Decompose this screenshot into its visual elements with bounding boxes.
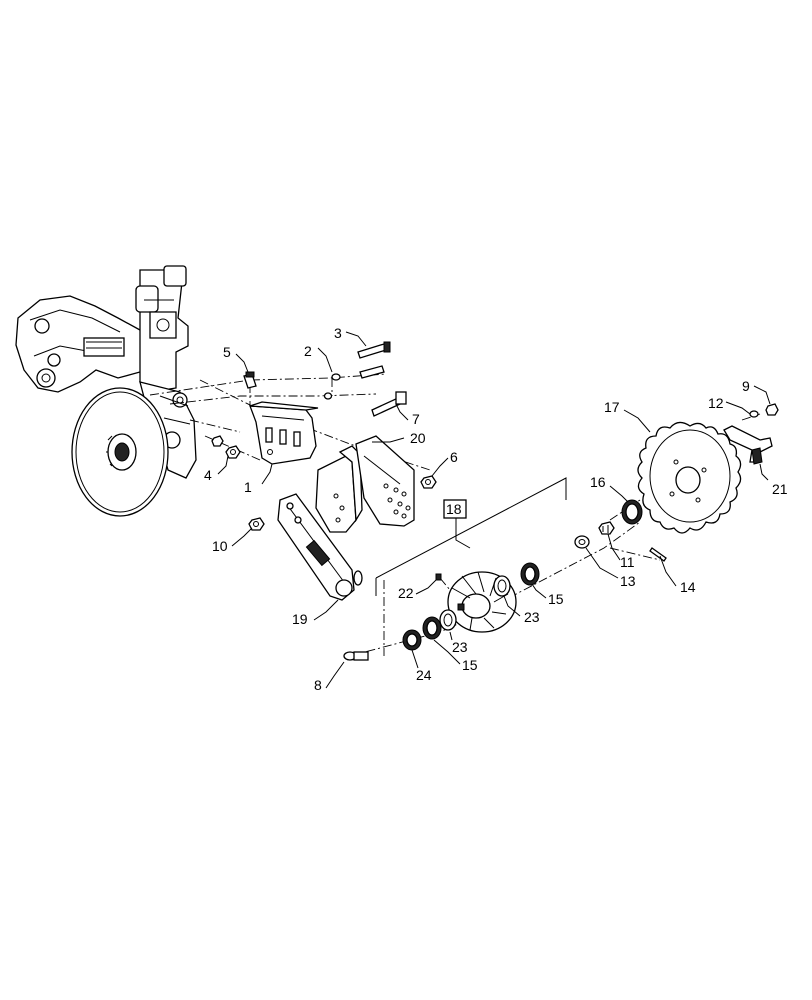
callout-19: 19 xyxy=(292,611,308,627)
part-washer-12 xyxy=(749,410,759,418)
callout-17: 17 xyxy=(604,399,620,415)
part-bolt-5 xyxy=(243,371,257,389)
callout-23-upper: 23 xyxy=(524,609,540,625)
leader-lines xyxy=(217,331,771,689)
part-notched-disc-17 xyxy=(637,421,742,534)
part-washer-13 xyxy=(574,535,590,549)
part-seals-upper xyxy=(493,562,540,597)
callout-3: 3 xyxy=(334,325,342,341)
callout-9: 9 xyxy=(742,378,750,394)
callout-13: 13 xyxy=(620,573,636,589)
part-bolt-8 xyxy=(343,651,369,661)
callout-24: 24 xyxy=(416,667,432,683)
part-nut-4 xyxy=(211,435,241,459)
part-nut-6 xyxy=(420,475,437,489)
callout-21: 21 xyxy=(772,481,788,497)
callout-6: 6 xyxy=(450,449,458,465)
assembly-bracket-18 xyxy=(375,477,567,596)
gauge-wheel xyxy=(71,387,169,517)
callout-23-lower: 23 xyxy=(452,639,468,655)
part-castle-nut-11 xyxy=(598,521,615,535)
callout-11: 11 xyxy=(620,554,635,570)
part-shim-plates xyxy=(315,435,415,533)
callout-8: 8 xyxy=(314,677,322,693)
part-mounting-bracket xyxy=(249,401,319,465)
part-fitting-22 xyxy=(435,573,442,581)
callout-22: 22 xyxy=(398,585,414,601)
part-cotter-pin-14 xyxy=(649,547,667,562)
callout-10: 10 xyxy=(212,538,228,554)
callout-1: 1 xyxy=(244,479,252,495)
part-closing-arm xyxy=(277,493,363,601)
part-seals-lower xyxy=(402,609,457,651)
callout-18: 18 xyxy=(446,501,462,517)
callout-4: 4 xyxy=(204,467,212,483)
callout-12: 12 xyxy=(708,395,724,411)
part-bolt-7 xyxy=(371,391,407,417)
part-bolt-and-washer xyxy=(323,341,391,400)
callout-labels: 1 2 3 4 5 6 7 8 9 10 11 12 13 14 15 15 1… xyxy=(204,325,788,693)
row-unit-frame xyxy=(15,265,197,479)
part-nut-10 xyxy=(248,517,265,531)
part-nut-9 xyxy=(765,403,779,416)
callout-16: 16 xyxy=(590,474,606,490)
callout-5: 5 xyxy=(223,344,231,360)
callout-14: 14 xyxy=(680,579,696,595)
callout-15-upper: 15 xyxy=(548,591,564,607)
callout-7: 7 xyxy=(412,411,420,427)
callout-15-lower: 15 xyxy=(462,657,478,673)
callout-2: 2 xyxy=(304,343,312,359)
part-scraper-21 xyxy=(723,425,773,465)
callout-20: 20 xyxy=(410,430,426,446)
part-bearing-16 xyxy=(621,499,643,525)
